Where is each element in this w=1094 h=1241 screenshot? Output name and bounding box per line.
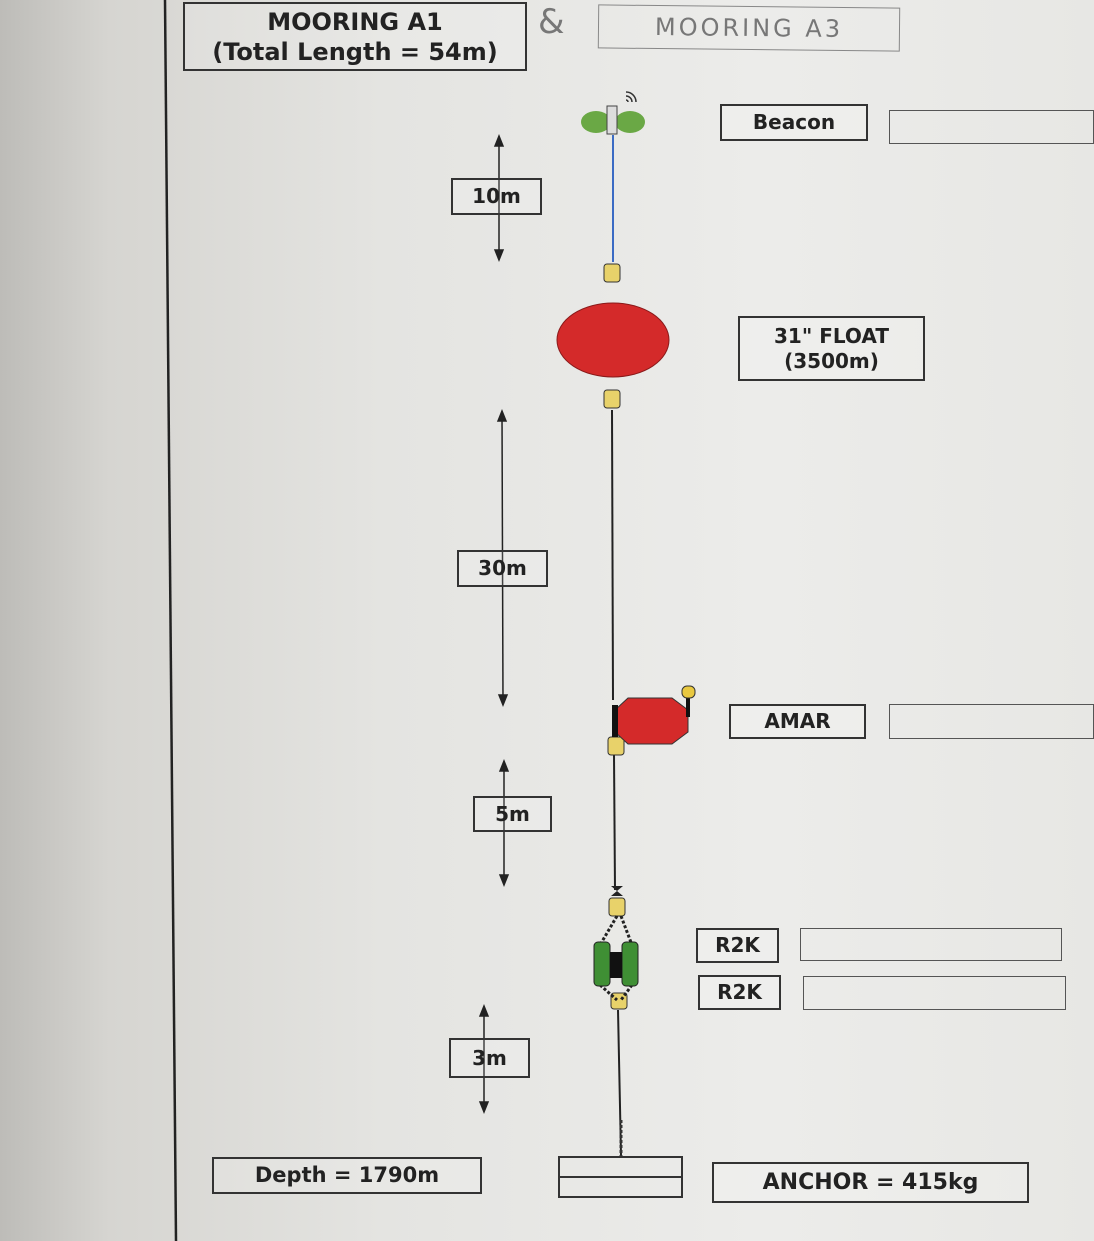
distance-arrow-10m bbox=[493, 133, 505, 263]
mooring-line-lower bbox=[617, 1009, 622, 1156]
distance-label-30m: 30m bbox=[457, 550, 548, 587]
page-edge-line bbox=[163, 0, 178, 1241]
beacon-label: Beacon bbox=[720, 104, 868, 141]
depth-label: Depth = 1790m bbox=[212, 1157, 482, 1194]
float-label-line1: 31" FLOAT bbox=[774, 323, 889, 348]
shackle-icon bbox=[603, 389, 621, 409]
handwritten-ampersand: & bbox=[538, 2, 568, 42]
float-label: 31" FLOAT (3500m) bbox=[738, 316, 925, 381]
float-label-line2: (3500m) bbox=[784, 348, 879, 373]
shackle-icon bbox=[608, 897, 626, 917]
r2k-label-2: R2K bbox=[698, 975, 781, 1010]
distance-arrow-5m bbox=[498, 758, 510, 888]
amar-label: AMAR bbox=[729, 704, 866, 739]
acoustic-release-icon bbox=[593, 886, 639, 1002]
distance-label-10m: 10m bbox=[451, 178, 542, 215]
beacon-serial-field bbox=[889, 110, 1094, 144]
distance-label-3m: 3m bbox=[449, 1038, 530, 1078]
distance-label-5m: 5m bbox=[473, 796, 552, 832]
shackle-icon bbox=[607, 736, 625, 756]
r2k-label-1: R2K bbox=[696, 928, 779, 963]
anchor-icon bbox=[558, 1120, 683, 1198]
beacon-icon bbox=[581, 91, 645, 135]
distance-arrow-3m bbox=[478, 1003, 490, 1115]
mooring-line-middle bbox=[613, 754, 616, 891]
anchor-label: ANCHOR = 415kg bbox=[712, 1162, 1029, 1203]
title-line1: MOORING A1 bbox=[267, 7, 443, 36]
title-line2: (Total Length = 54m) bbox=[212, 37, 498, 66]
amar-serial-field bbox=[889, 704, 1094, 739]
title-box: MOORING A1 (Total Length = 54m) bbox=[183, 2, 527, 71]
r2k-serial-field-2 bbox=[803, 976, 1066, 1010]
distance-arrow-30m bbox=[496, 408, 509, 708]
r2k-serial-field-1 bbox=[800, 928, 1062, 961]
shackle-icon bbox=[603, 263, 621, 283]
float-icon bbox=[556, 302, 670, 378]
handwritten-mooring-label: MOORING A3 bbox=[597, 4, 901, 52]
mooring-line-upper bbox=[611, 409, 614, 701]
shackle-icon bbox=[610, 992, 628, 1010]
amar-icon bbox=[612, 685, 696, 745]
